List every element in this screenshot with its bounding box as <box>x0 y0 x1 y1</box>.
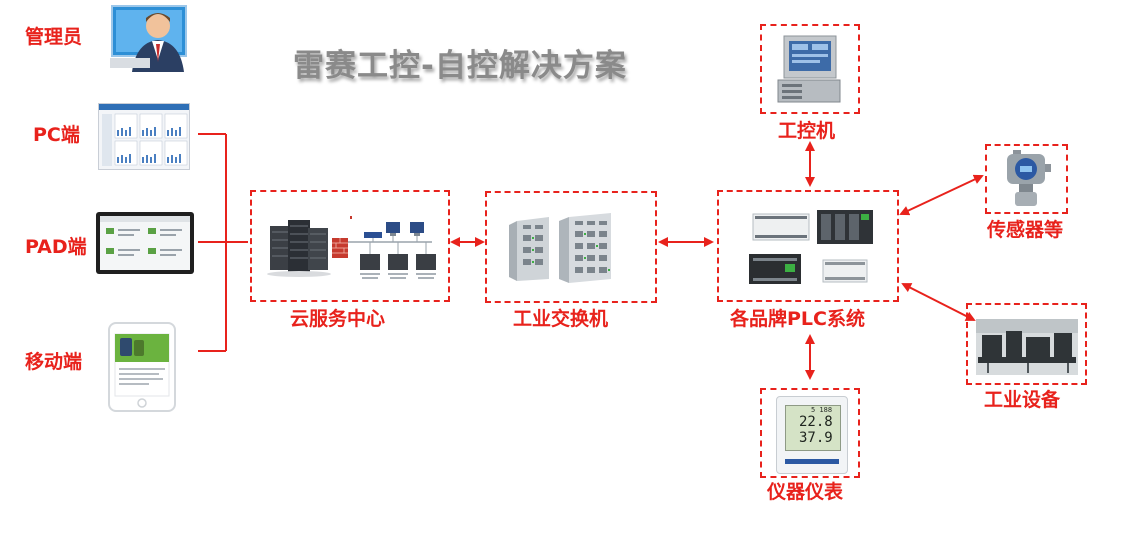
ipc-label: 工控机 <box>778 120 836 142</box>
meter-label: 仪器仪表 <box>767 481 844 503</box>
sensor-label: 传感器等 <box>987 219 1064 241</box>
diagram-title: 雷赛工控-自控解决方案 <box>293 48 627 84</box>
switch-label: 工业交换机 <box>513 308 609 330</box>
meter-box: 5 188 22.8 37.9 <box>760 388 860 478</box>
switch-box <box>485 191 657 303</box>
pc-dashboard-thumbnail <box>98 103 190 170</box>
plc-modules-icon <box>749 210 873 284</box>
cloud-box <box>250 190 450 302</box>
meter-top-reading: 5 188 <box>811 406 833 414</box>
industrial-pc-icon <box>777 35 841 103</box>
network-icon <box>348 222 436 279</box>
firewall-icon <box>332 216 352 258</box>
cloud-label: 云服务中心 <box>290 308 386 330</box>
industrial-switch-icon <box>509 213 611 283</box>
plc-box <box>717 190 899 302</box>
equipment-box <box>966 303 1087 385</box>
plc-label: 各品牌PLC系统 <box>730 308 865 330</box>
pad-label: PAD端 <box>25 236 87 258</box>
mobile-label: 移动端 <box>25 351 83 373</box>
plc-sensor-arrow <box>899 174 984 216</box>
pc-label: PC端 <box>33 124 80 146</box>
gas-sensor-icon <box>1007 150 1051 206</box>
admin-icon <box>110 4 198 72</box>
mobile-thumbnail <box>108 322 176 412</box>
plc-equipment-arrow <box>901 283 976 321</box>
client-bracket <box>198 133 248 352</box>
meter-humidity: 37.9 <box>799 430 833 446</box>
meter-temperature: 22.8 <box>799 414 833 430</box>
temperature-humidity-meter-icon: 5 188 22.8 37.9 <box>776 396 848 474</box>
industrial-equipment-photo <box>976 319 1078 375</box>
admin-label: 管理员 <box>25 26 83 48</box>
server-racks-icon <box>267 220 331 277</box>
equipment-label: 工业设备 <box>984 389 1061 411</box>
pad-thumbnail <box>96 212 194 274</box>
sensor-box <box>985 144 1068 214</box>
ipc-box <box>760 24 860 114</box>
